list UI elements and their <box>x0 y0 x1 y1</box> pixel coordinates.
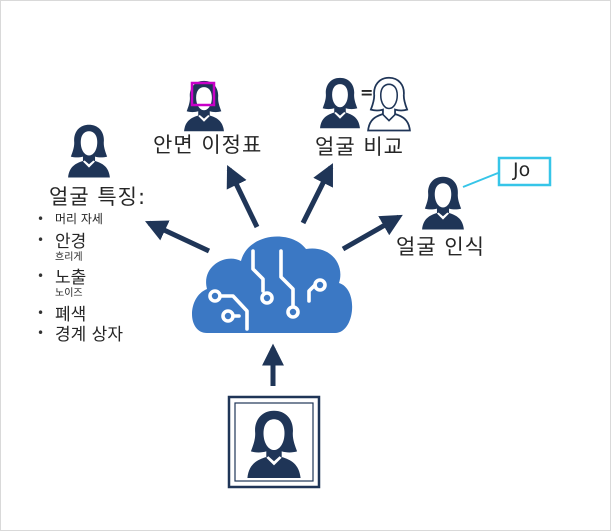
face-landmarks-title: 안면 이정표 <box>153 133 263 157</box>
identity-tag-icon <box>497 156 552 187</box>
compare-person-icon <box>320 77 360 129</box>
recognition-person-icon <box>422 176 464 230</box>
face-compare-title: 얼굴 비교 <box>315 135 404 159</box>
identity-tag-label: Jo <box>513 159 531 181</box>
equals-sign: = <box>360 83 374 102</box>
arrow-to-attributes <box>145 220 211 254</box>
attribute-item: 노출 <box>37 270 123 287</box>
attribute-item: 안경 <box>37 234 123 251</box>
arrow-to-compare <box>300 163 334 225</box>
attribute-item: 노이즈 <box>55 288 83 299</box>
attributes-person-icon <box>68 124 110 178</box>
attribute-item: 머리 자세 <box>37 213 123 225</box>
cloud-ai-icon <box>192 236 353 333</box>
attribute-item: 폐색 <box>37 307 123 324</box>
landmark-box-icon <box>190 81 216 107</box>
arrow-to-recognition <box>341 214 403 252</box>
compare-person-outline-icon <box>367 76 411 132</box>
attribute-item: 흐리게 <box>55 252 83 263</box>
face-attributes-title: 얼굴 특징: <box>49 185 147 209</box>
arrow-to-landmarks <box>226 165 260 229</box>
face-recognition-title: 얼굴 인식 <box>396 235 485 259</box>
arrows <box>145 163 403 386</box>
tag-connector <box>462 172 499 188</box>
attribute-item: 경계 상자 <box>37 327 123 344</box>
attribute-list: 머리 자세 안경 흐리게 노출 노이즈 폐색 경계 상자 <box>37 213 123 344</box>
photo-frame-icon <box>227 395 321 489</box>
